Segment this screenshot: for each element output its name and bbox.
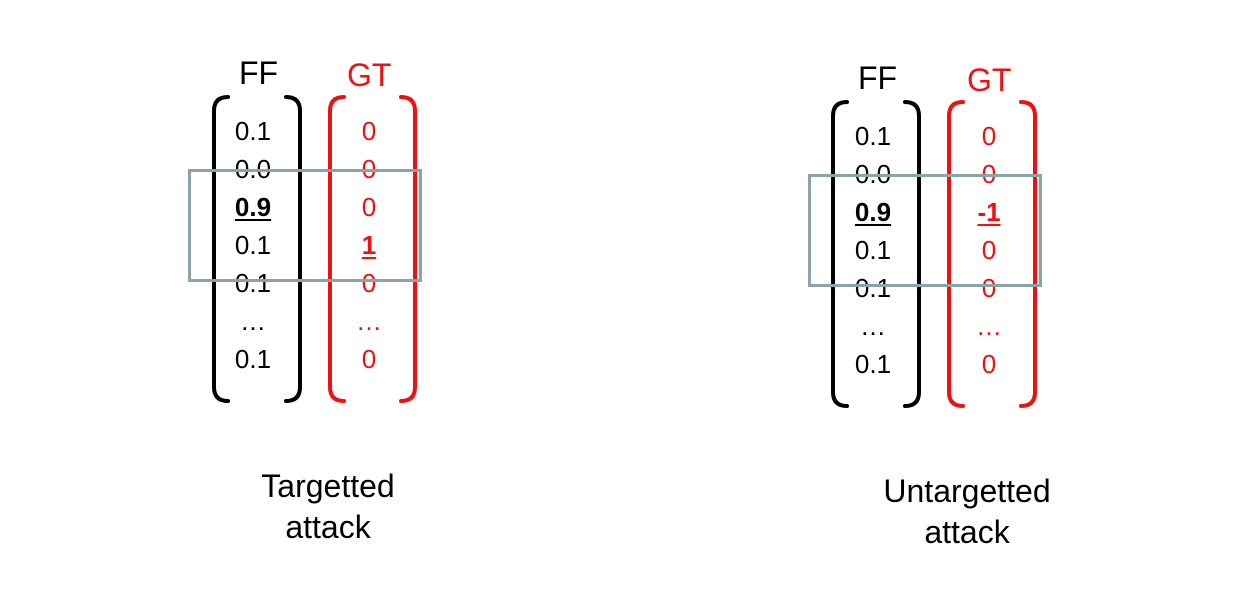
vector-brackets	[831, 100, 1037, 408]
gt-left-bracket	[947, 100, 965, 408]
selection-box	[188, 169, 422, 282]
ff-right-bracket	[903, 100, 921, 408]
gt-value: 0	[361, 268, 377, 298]
gt-value-target: -1	[977, 197, 1001, 227]
gt-value: 0	[981, 273, 997, 303]
gt-value: 0	[981, 349, 997, 379]
ff-ellipsis: …	[860, 311, 886, 341]
caption-line-1: Targetted	[261, 468, 395, 504]
gt-header: GT	[967, 62, 1012, 98]
targeted-attack-panel: FF GT 0.1 0.0 0.9 0.1 0.1 … 0.1 0 0 0 1 …	[0, 0, 620, 589]
gt-vector: 0 0 0 1 0 … 0	[319, 0, 419, 589]
ff-value-max: 0.9	[234, 192, 272, 222]
gt-value: 0	[981, 121, 997, 151]
caption-line-2: attack	[924, 514, 1010, 550]
ff-value: 0.1	[234, 344, 272, 374]
ff-value: 0.1	[854, 273, 892, 303]
gt-left-bracket	[328, 95, 346, 403]
ff-left-bracket	[212, 95, 230, 403]
vector-brackets	[212, 95, 417, 403]
ff-value: 0.1	[854, 121, 892, 151]
ff-vector: 0.1 0.0 0.9 0.1 0.1 … 0.1	[823, 0, 923, 589]
gt-right-bracket	[1019, 100, 1037, 408]
caption: Targetted attack	[198, 466, 458, 548]
caption-line-1: Untargetted	[883, 473, 1051, 509]
selection-box	[808, 174, 1042, 287]
ff-left-bracket	[831, 100, 849, 408]
ff-value-max: 0.9	[854, 197, 892, 227]
caption-line-2: attack	[285, 509, 371, 545]
gt-value: 0	[361, 344, 377, 374]
ff-right-bracket	[284, 95, 302, 403]
ff-value: 0.1	[854, 349, 892, 379]
ff-value: 0.1	[234, 230, 272, 260]
gt-value: 0	[361, 116, 377, 146]
ff-value: 0.1	[234, 116, 272, 146]
caption: Untargetted attack	[837, 471, 1097, 553]
ff-ellipsis: …	[240, 306, 266, 336]
gt-value-target: 1	[361, 230, 377, 260]
gt-ellipsis: …	[356, 306, 382, 336]
gt-header: GT	[347, 57, 392, 93]
ff-value: 0.1	[854, 235, 892, 265]
untargeted-attack-panel: FF GT 0.1 0.0 0.9 0.1 0.1 … 0.1 0 0 -1 0…	[620, 0, 1254, 589]
gt-ellipsis: …	[976, 311, 1002, 341]
gt-right-bracket	[399, 95, 417, 403]
gt-value: 0	[361, 192, 377, 222]
ff-header: FF	[858, 60, 898, 96]
gt-value: 0	[981, 235, 997, 265]
ff-value: 0.1	[234, 268, 272, 298]
ff-header: FF	[239, 55, 279, 91]
